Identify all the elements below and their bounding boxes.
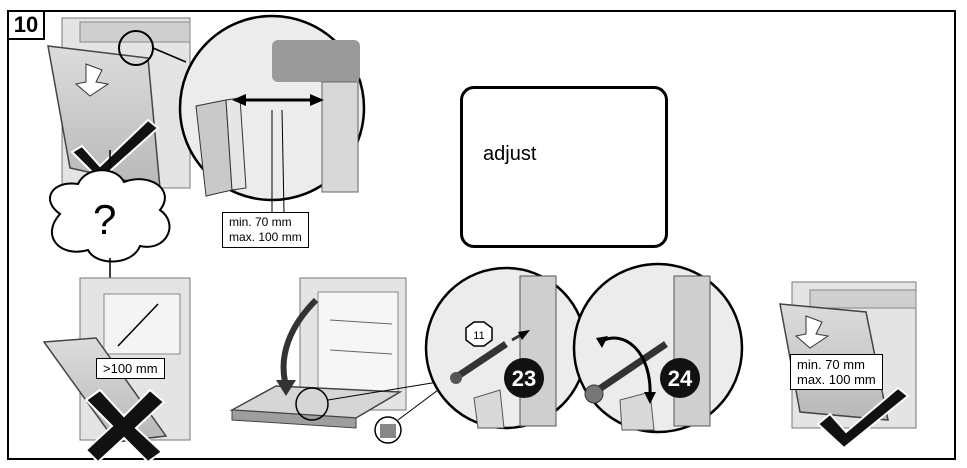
- gap-label-top-max: max. 100 mm: [229, 230, 302, 244]
- too-far-label: >100 mm: [96, 358, 165, 379]
- detail-circle-adjust: [572, 262, 744, 434]
- callout-23-text: 23: [512, 366, 536, 391]
- callout-23-badge: 23: [504, 358, 544, 398]
- gap-label-right: min. 70 mm max. 100 mm: [790, 354, 883, 390]
- diagram-frame: [7, 10, 956, 460]
- gap-label-right-max: max. 100 mm: [797, 372, 876, 387]
- gap-label-right-min: min. 70 mm: [797, 357, 865, 372]
- cross-mark: [84, 388, 166, 464]
- adjust-box: adjust: [460, 86, 668, 248]
- question-cloud: [49, 169, 171, 263]
- gap-label-top: min. 70 mm max. 100 mm: [222, 212, 309, 248]
- check-mark-right: [816, 386, 910, 450]
- adjust-label: adjust: [483, 143, 537, 165]
- tool-size-badge: 11: [465, 321, 493, 347]
- step-number: 10: [7, 10, 45, 40]
- detail-circle-screw: [424, 266, 588, 430]
- callout-24-badge: 24: [660, 358, 700, 398]
- gap-label-top-min: min. 70 mm: [229, 215, 292, 229]
- callout-24-text: 24: [668, 366, 693, 391]
- tool-size-text: 11: [473, 330, 484, 342]
- detail-circle-gap: [178, 14, 366, 213]
- cabinet-bottom-middle: [229, 277, 439, 444]
- question-mark: ?: [93, 196, 117, 243]
